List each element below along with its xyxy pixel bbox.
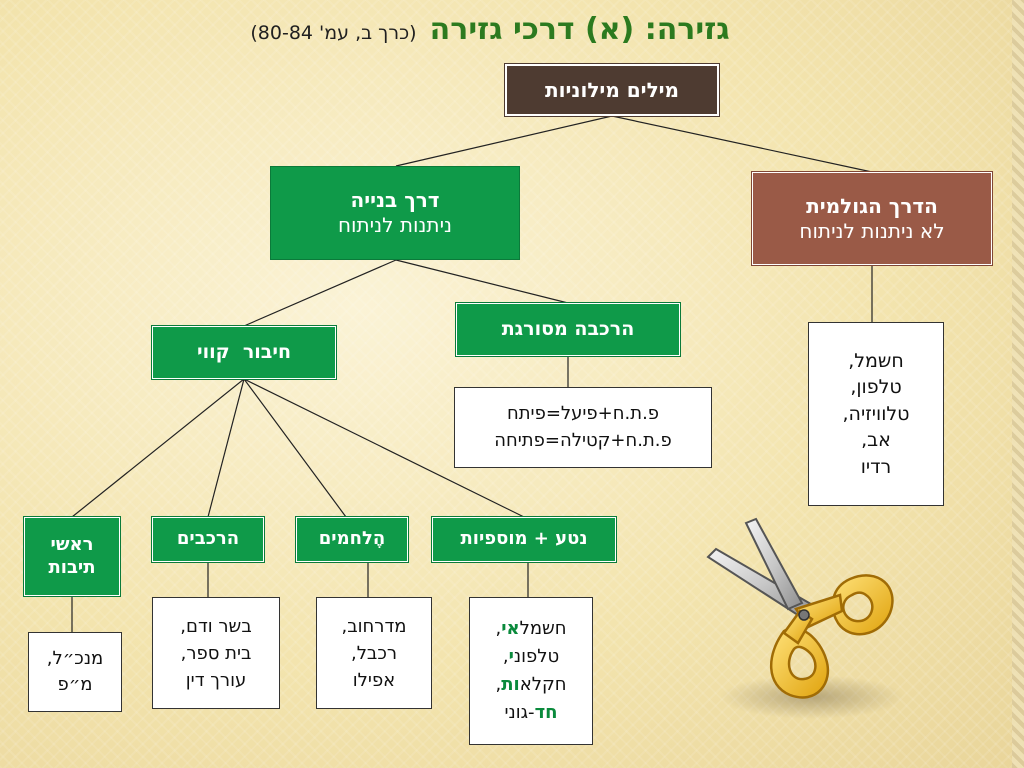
example-tail: , <box>495 618 502 640</box>
construction-label: דרך בנייה <box>350 188 440 212</box>
blends-label: הֶלחמים <box>318 528 386 550</box>
raw-example: טלוויזיה, <box>842 402 910 425</box>
linear-joining-box: חיבור קווי <box>152 326 336 379</box>
example-suffix: חד <box>534 701 558 723</box>
example-base: חקלא <box>519 674 567 695</box>
connector-root-construction <box>395 115 613 167</box>
connector-linear-suffixes <box>243 378 525 518</box>
connector-root-raw <box>611 115 873 173</box>
raw-example: טלפון, <box>850 376 902 399</box>
example-suffix: ות <box>501 674 520 695</box>
example-tail: , <box>495 674 502 695</box>
root-label: מילים מילוניות <box>544 77 680 102</box>
blend-example: מדרחוב, <box>341 615 407 637</box>
acronyms-box: ראשי תיבות <box>24 517 120 596</box>
connector-linear-acronyms <box>71 378 245 518</box>
compounds-box: הרכבים <box>152 517 264 562</box>
acronym-example: מנכ״ל, <box>46 647 104 669</box>
compound-example: בית ספר, <box>180 642 252 664</box>
linear-label: חיבור קווי <box>196 340 292 363</box>
scissors-icon <box>706 517 904 719</box>
compounds-examples-box: בשר ודם, בית ספר, עורך דין <box>152 597 280 709</box>
nonlinear-example: פ.ת.ח+קטילה=פתיחה <box>494 429 672 451</box>
nonlinear-examples-box: פ.ת.ח+פיעל=פיתח פ.ת.ח+קטילה=פתיחה <box>454 387 712 468</box>
example-base: חשמל <box>519 618 567 640</box>
blends-box: הֶלחמים <box>296 517 408 562</box>
acronym-example: מ״פ <box>57 674 93 695</box>
nonlinear-compounding-box: הרכבה מסורגת <box>456 303 680 356</box>
suffixes-label: נטע + מוספיות <box>460 528 588 550</box>
acronyms-examples-box: מנכ״ל, מ״פ <box>28 632 122 712</box>
example-tail: , <box>502 646 509 668</box>
blends-examples-box: מדרחוב, רכבל, אפילו <box>316 597 432 709</box>
suffix-example: חקלאות, <box>496 671 567 699</box>
acronyms-label: ראשי תיבות <box>48 534 96 578</box>
compound-example: עורך דין <box>185 669 247 691</box>
suffix-example: חד-גוני <box>505 699 558 727</box>
title-page-reference: (כרך ב, עמ' 80-84) <box>250 22 417 44</box>
construction-sublabel: ניתנות לניתוח <box>337 213 453 237</box>
raw-example: אב, <box>861 429 891 452</box>
compounds-label: הרכבים <box>176 528 240 550</box>
root-box-dictionary-words: מילים מילוניות <box>505 64 719 116</box>
raw-sublabel: לא ניתנות לניתוח <box>799 218 945 243</box>
connector-linear-blends <box>243 378 347 518</box>
raw-example: חשמל, <box>848 349 904 372</box>
suffix-example: טלפוני, <box>503 643 559 671</box>
example-tail: -גוני <box>504 701 535 723</box>
connector-linear-compounds <box>207 378 245 518</box>
nonlinear-label: הרכבה מסורגת <box>501 317 635 340</box>
example-suffix: י <box>508 646 514 668</box>
suffixes-examples-box: חשמלאי, טלפוני, חקלאות, חד-גוני <box>469 597 593 745</box>
example-suffix: אי <box>501 618 520 640</box>
slide-title: גזירה: (א) דרכי גזירה (כרך ב, עמ' 80-84) <box>150 12 830 47</box>
slide-edge-decoration <box>1012 0 1024 768</box>
construction-way-box: דרך בנייה ניתנות לניתוח <box>270 166 520 260</box>
raw-examples-box: חשמל, טלפון, טלוויזיה, אב, רדיו <box>808 322 944 506</box>
compound-example: בשר ודם, <box>180 615 252 637</box>
blend-example: אפילו <box>352 669 396 691</box>
blend-example: רכבל, <box>350 642 398 664</box>
raw-label: הדרך הגולמית <box>806 193 938 218</box>
title-main: גזירה: (א) דרכי גזירה <box>429 12 730 47</box>
raw-example: רדיו <box>860 455 892 478</box>
raw-way-box: הדרך הגולמית לא ניתנות לניתוח <box>752 172 992 265</box>
connector-construction-linear <box>243 259 397 327</box>
suffix-example: חשמלאי, <box>495 615 566 643</box>
nonlinear-example: פ.ת.ח+פיעל=פיתח <box>506 403 660 425</box>
example-base: טלפונ <box>513 646 560 668</box>
stem-suffixes-box: נטע + מוספיות <box>432 517 616 562</box>
connector-construction-nonlinear <box>395 259 569 304</box>
